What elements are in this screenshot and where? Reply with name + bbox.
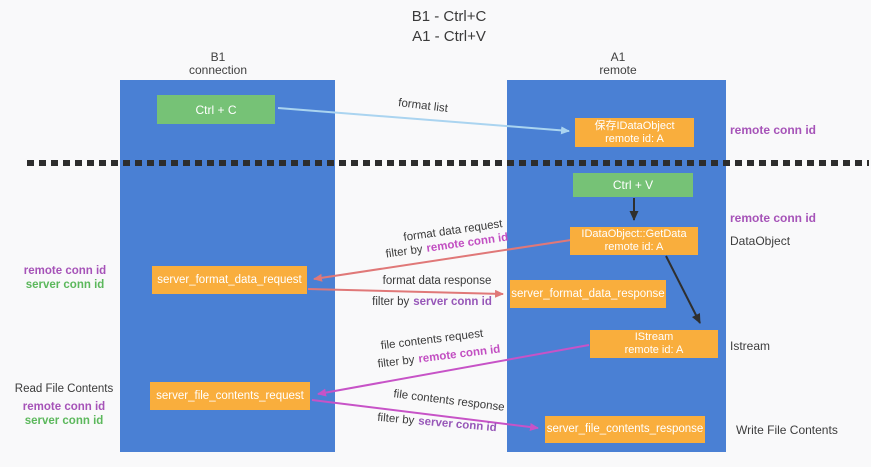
write-file-contents-label: Write File Contents (736, 423, 838, 437)
getdata-line1: IDataObject::GetData (581, 228, 687, 240)
lane-header-a1: A1 remote (558, 51, 678, 77)
diagram-title: B1 - Ctrl+C A1 - Ctrl+V (412, 7, 487, 47)
server-conn-id-text: server conn id (413, 296, 492, 308)
server-file-contents-request-box: server_file_contents_request (150, 382, 310, 410)
title-line-1: B1 - Ctrl+C (411, 8, 487, 25)
server-conn-id-left-bottom: server conn id (24, 415, 104, 427)
save-dataobject-line2: remote id: A (605, 132, 664, 145)
server-conn-id-left: server conn id (25, 279, 105, 291)
ctrl-c-box: Ctrl + C (157, 95, 275, 124)
remote-conn-id-right-top: remote conn id (730, 123, 817, 137)
filter-by-text: filter by (376, 411, 415, 427)
session-separator-line (27, 160, 869, 166)
file-contents-response-label: file contents response (392, 388, 506, 414)
filter-by-text: filter by (376, 354, 416, 371)
read-file-contents-label: Read File Contents (14, 383, 114, 395)
read-file-contents-block: Read File Contents remote conn id server… (10, 382, 118, 428)
remote-conn-id-left-bottom: remote conn id (22, 401, 106, 413)
lane-b1-name: B1 (210, 50, 226, 64)
server-format-data-response-box: server_format_data_response (510, 280, 666, 308)
ctrl-v-label: Ctrl + V (612, 178, 654, 192)
getdata-box: IDataObject::GetData remote id: A (570, 227, 698, 255)
getdata-line2: remote id: A (604, 241, 664, 253)
server-format-data-request-box: server_format_data_request (152, 266, 307, 294)
remote-conn-id-right-mid: remote conn id (730, 211, 817, 225)
save-dataobject-line1: 保存IDataObject (594, 119, 675, 132)
ctrl-c-label: Ctrl + C (195, 102, 237, 117)
istream-line1: IStream (634, 331, 674, 343)
istream-box: IStream remote id: A (590, 330, 718, 358)
left-conn-id-block: remote conn id server conn id (13, 264, 117, 292)
format-list-label: format list (397, 97, 449, 115)
arrow-format-data-response (307, 288, 504, 298)
server-conn-id-text: server conn id (417, 415, 498, 435)
lane-a1-name: A1 (610, 50, 626, 64)
lane-a1-role: remote (599, 63, 637, 77)
remote-conn-id-text: remote conn id (417, 343, 502, 366)
filter-by-text: filter by (372, 296, 410, 308)
lane-b1-role: connection (188, 63, 248, 77)
dataobject-label: DataObject (730, 234, 791, 248)
lane-header-b1: B1 connection (158, 51, 278, 77)
save-dataobject-box: 保存IDataObject remote id: A (575, 118, 694, 147)
istream-line2: remote id: A (624, 344, 684, 356)
format-data-response-label: format data response (382, 275, 492, 287)
server-format-data-request-label: server_format_data_request (157, 273, 302, 286)
server-file-contents-response-label: server_file_contents_response (546, 423, 704, 435)
server-file-contents-response-box: server_file_contents_response (545, 416, 705, 443)
server-file-contents-request-label: server_file_contents_request (156, 389, 304, 402)
ctrl-v-box: Ctrl + V (573, 173, 693, 197)
title-line-2: A1 - Ctrl+V (412, 28, 486, 45)
server-format-data-response-label: server_format_data_response (511, 287, 665, 300)
remote-conn-id-left: remote conn id (23, 265, 107, 277)
istream-side-label: Istream (730, 339, 771, 353)
filter-by-text: filter by (385, 243, 424, 261)
